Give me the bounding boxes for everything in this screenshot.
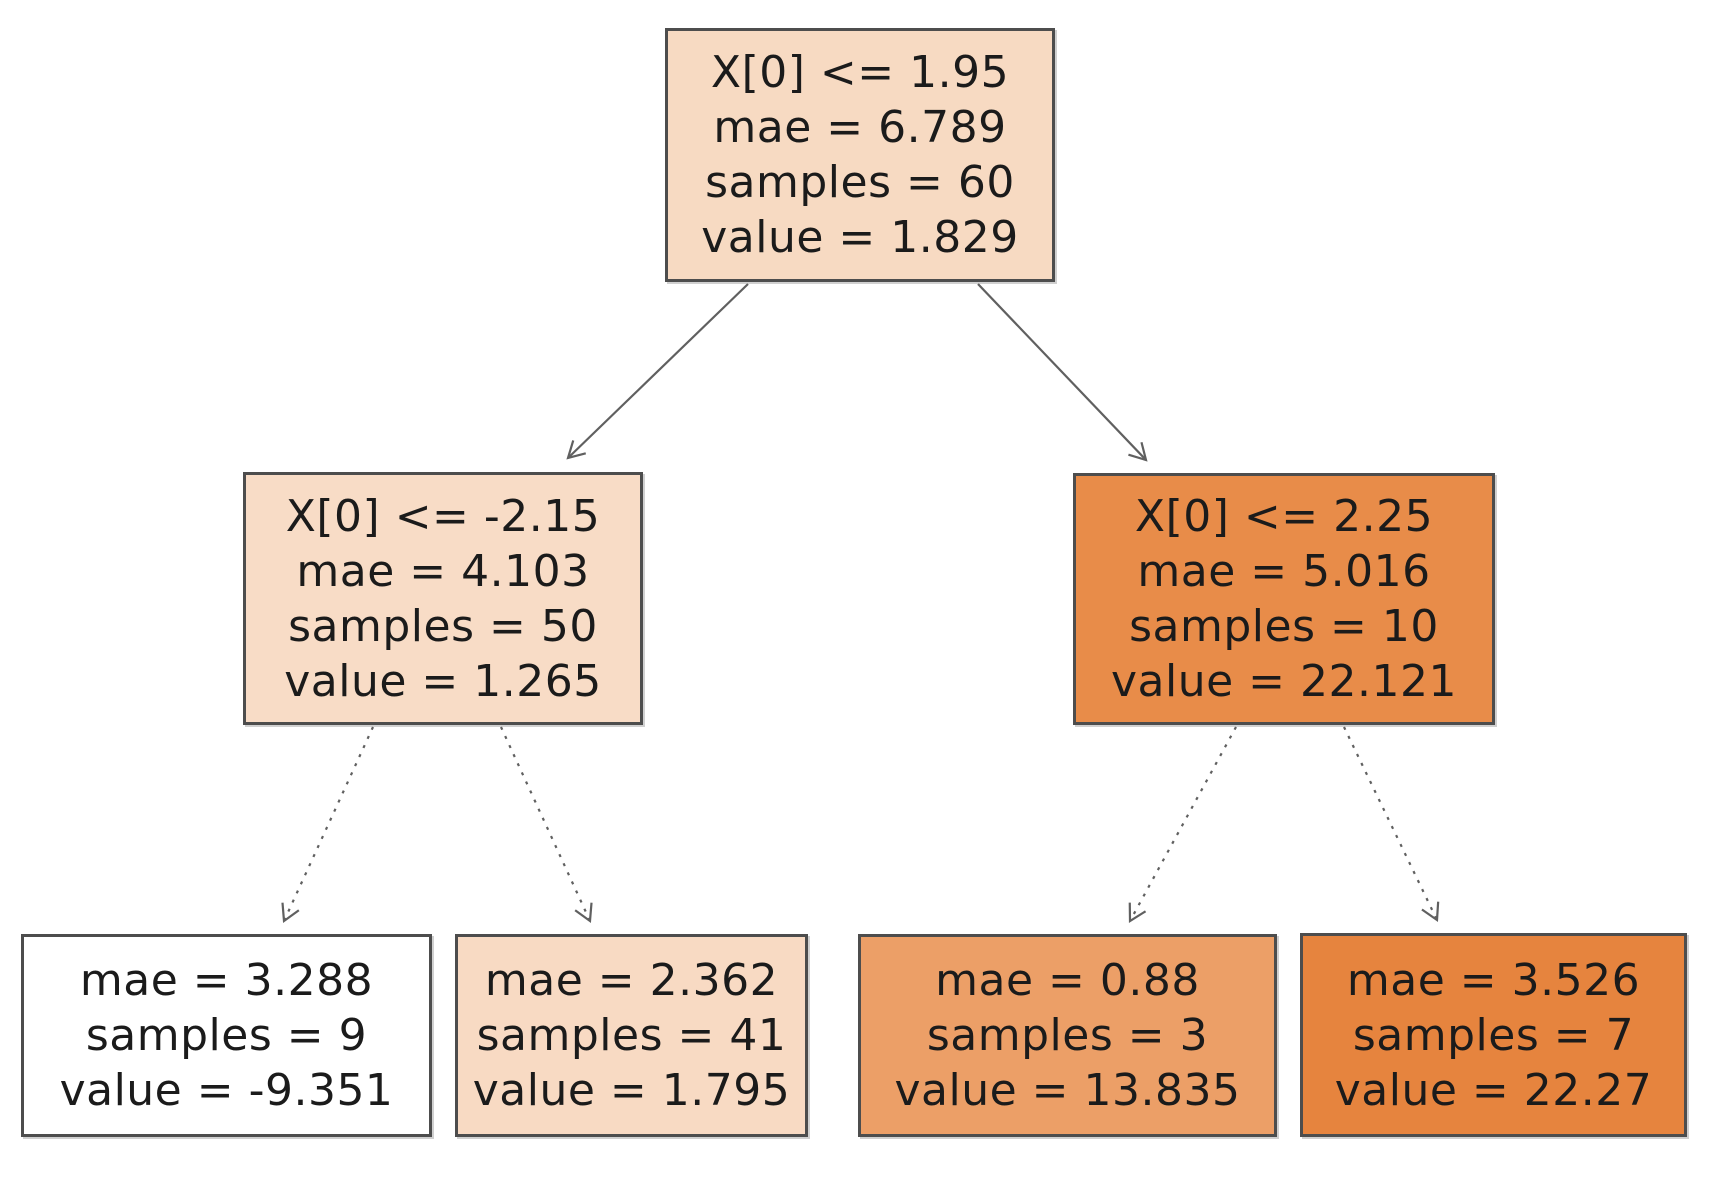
edge-right-to-leaf3 — [1128, 726, 1237, 923]
node-mae: mae = 0.88 — [935, 955, 1200, 1006]
node-mae: mae = 4.103 — [296, 545, 590, 597]
node-mae: mae = 5.016 — [1137, 546, 1431, 597]
tree-node-leaf-1: mae = 3.288 samples = 9 value = -9.351 — [21, 934, 432, 1137]
node-value: value = 1.265 — [284, 655, 602, 707]
node-value: value = -9.351 — [59, 1065, 394, 1116]
node-condition: X[0] <= 2.25 — [1134, 491, 1434, 542]
node-mae: mae = 2.362 — [484, 955, 779, 1006]
edge-left-to-leaf1 — [281, 726, 374, 924]
edge-left-to-leaf2 — [500, 726, 593, 924]
tree-node-leaf-2: mae = 2.362 samples = 41 value = 1.795 — [455, 934, 808, 1137]
tree-node-right-internal: X[0] <= 2.25 mae = 5.016 samples = 10 va… — [1073, 473, 1495, 725]
node-condition: X[0] <= -2.15 — [285, 490, 601, 542]
node-value: value = 22.121 — [1111, 656, 1457, 707]
tree-node-root: X[0] <= 1.95 mae = 6.789 samples = 60 va… — [665, 28, 1055, 282]
node-value: value = 1.829 — [701, 212, 1019, 263]
node-samples: samples = 41 — [476, 1010, 787, 1061]
edge-root-to-right — [977, 283, 1148, 462]
node-mae: mae = 6.789 — [713, 102, 1007, 153]
tree-node-leaf-3: mae = 0.88 samples = 3 value = 13.835 — [858, 934, 1277, 1137]
node-value: value = 13.835 — [894, 1065, 1241, 1116]
tree-node-left-internal: X[0] <= -2.15 mae = 4.103 samples = 50 v… — [243, 472, 643, 725]
node-samples: samples = 10 — [1129, 601, 1439, 652]
node-samples: samples = 50 — [288, 600, 598, 652]
node-samples: samples = 7 — [1352, 1009, 1635, 1061]
node-mae: mae = 3.526 — [1346, 954, 1641, 1006]
tree-node-leaf-4: mae = 3.526 samples = 7 value = 22.27 — [1300, 933, 1687, 1137]
node-mae: mae = 3.288 — [79, 955, 374, 1006]
edge-root-to-left — [566, 283, 749, 460]
node-samples: samples = 3 — [926, 1010, 1209, 1061]
node-condition: X[0] <= 1.95 — [710, 47, 1010, 98]
edge-right-to-leaf4 — [1343, 726, 1440, 923]
node-samples: samples = 9 — [85, 1010, 368, 1061]
node-samples: samples = 60 — [705, 157, 1015, 208]
node-value: value = 22.27 — [1334, 1064, 1653, 1116]
node-value: value = 1.795 — [472, 1065, 791, 1116]
